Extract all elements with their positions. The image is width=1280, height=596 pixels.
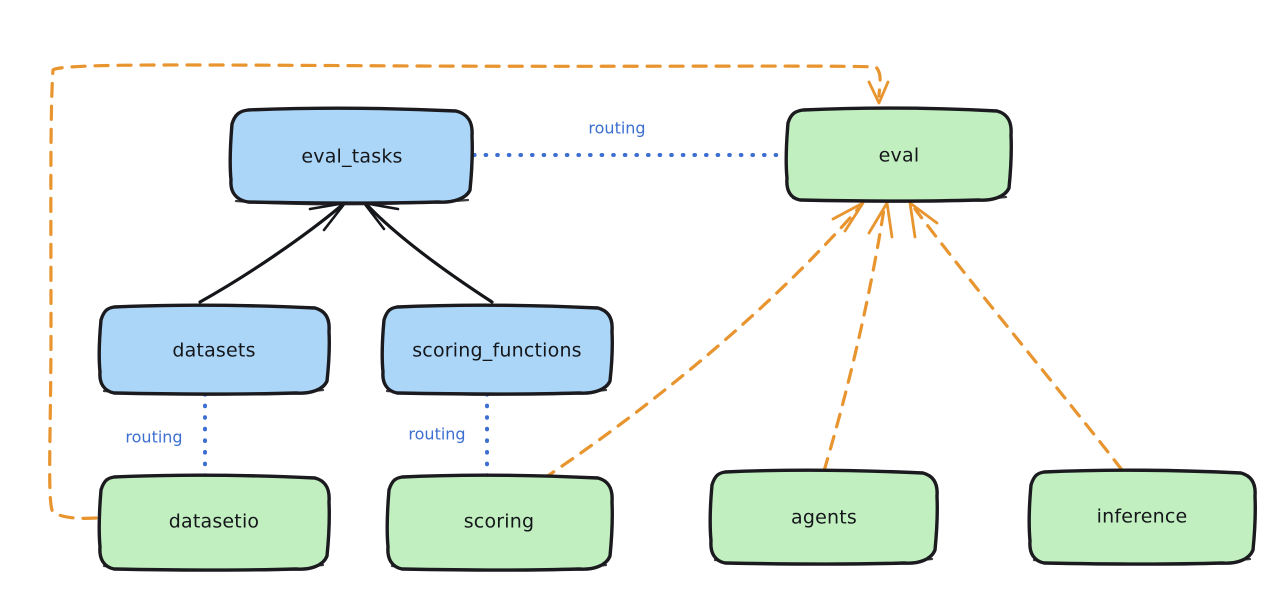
node-layer: eval_tasks eval datasets scoring_functio… <box>97 106 1257 572</box>
node-datasetio-label: datasetio <box>169 511 260 533</box>
node-scoring[interactable]: scoring <box>385 473 614 572</box>
node-inference[interactable]: inference <box>1027 468 1257 566</box>
edge-datasetio-to-eval <box>48 63 890 520</box>
node-eval-tasks-label: eval_tasks <box>301 146 402 168</box>
node-scoring-functions-label: scoring_functions <box>412 340 582 362</box>
edge-scoring-to-eval <box>541 201 865 481</box>
edge-datasets-to-eval-tasks <box>198 201 347 304</box>
node-eval-label: eval <box>879 145 920 167</box>
edge-scoring-functions-to-eval-tasks <box>362 201 494 304</box>
node-eval-tasks[interactable]: eval_tasks <box>228 106 474 206</box>
node-agents[interactable]: agents <box>708 468 939 566</box>
node-eval[interactable]: eval <box>784 106 1013 203</box>
node-scoring-functions[interactable]: scoring_functions <box>380 303 614 396</box>
node-inference-label: inference <box>1097 506 1188 528</box>
node-agents-label: agents <box>791 507 857 529</box>
node-datasets-label: datasets <box>172 340 255 362</box>
node-datasetio[interactable]: datasetio <box>97 473 331 572</box>
edge-label-routing-eval: routing <box>588 119 645 138</box>
edge-label-routing-datasetio: routing <box>125 428 182 447</box>
edge-inference-to-eval <box>908 201 1124 472</box>
node-datasets[interactable]: datasets <box>97 303 331 396</box>
edge-agents-to-eval <box>822 201 894 473</box>
edge-label-routing-scoring: routing <box>408 425 465 444</box>
node-scoring-label: scoring <box>464 511 535 533</box>
edge-label-layer: routing routing routing <box>125 119 645 447</box>
edge-layer <box>48 63 1124 520</box>
